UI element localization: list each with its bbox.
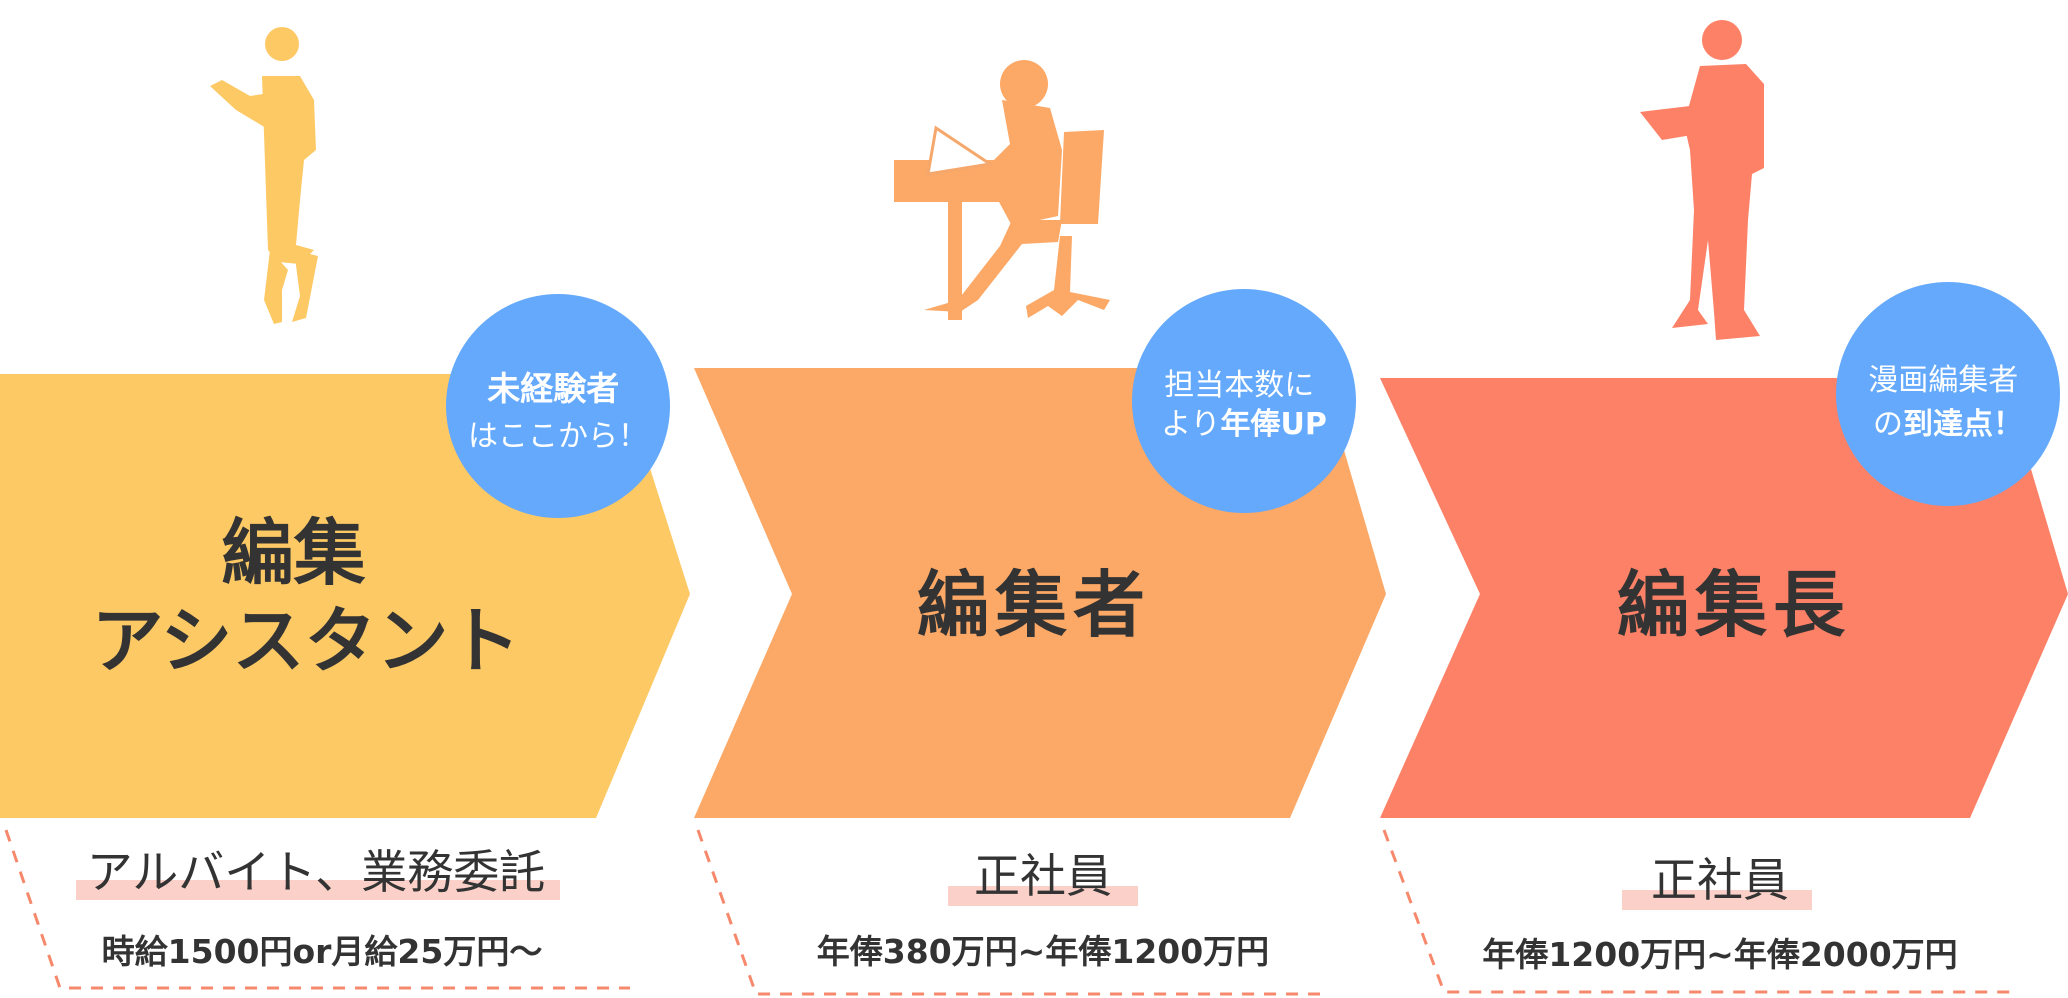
badge-line-part: の xyxy=(1873,407,1903,442)
badge-line: 担当本数に xyxy=(1164,368,1314,403)
stage-title-editor-in-chief: 編集長 xyxy=(1617,563,1851,647)
badge-text: 担当本数に より年俸UP xyxy=(1161,368,1327,442)
badge-line: より年俸UP xyxy=(1161,407,1327,442)
stage-editor: 編集者 担当本数に より年俸UP 正社員 年俸380万円~年俸1200万円 xyxy=(694,60,1386,996)
pay-range-editor: 年俸380万円~年俸1200万円 xyxy=(817,932,1269,971)
badge-editor: 担当本数に より年俸UP xyxy=(1132,289,1356,513)
badge-line-part-bold: 到達点！ xyxy=(1903,407,2023,442)
standing-man-with-clipboard-icon xyxy=(1640,20,1764,340)
stage-title-editor: 編集者 xyxy=(917,563,1151,647)
seated-woman-at-desk-icon xyxy=(894,60,1110,320)
badge-line-part-bold: 年俸UP xyxy=(1221,407,1327,442)
pay-range-assistant: 時給1500円or月給25万円〜 xyxy=(102,932,543,971)
employment-type-editor-in-chief: 正社員 xyxy=(1651,853,1789,907)
title-line: アシスタント xyxy=(91,599,520,683)
employment-type-editor: 正社員 xyxy=(974,849,1112,903)
badge-line-part: より xyxy=(1161,407,1220,442)
pay-range-editor-in-chief: 年俸1200万円~年俸2000万円 xyxy=(1482,935,1957,974)
stage-editor-in-chief: 編集長 漫画編集者 の到達点！ 正社員 年俸1200万円~年俸2000万円 xyxy=(1380,20,2068,994)
dashed-border-editor-in-chief xyxy=(1382,829,2014,994)
stage-assistant: 編集 アシスタント 未経験者 はここから！ アルバイト、業務委託 時給1500円… xyxy=(0,27,690,990)
badge-editor-in-chief: 漫画編集者 の到達点！ xyxy=(1836,282,2060,506)
employment-highlight xyxy=(76,880,560,900)
badge-text: 未経験者 はここから！ xyxy=(468,369,648,454)
badge-line: はここから！ xyxy=(468,419,648,454)
employment-highlight xyxy=(948,886,1138,906)
dashed-border-assistant xyxy=(4,829,630,990)
badge-text: 漫画編集者 の到達点！ xyxy=(1868,363,2028,442)
stage-title-assistant: 編集 アシスタント xyxy=(91,511,520,683)
badge-line: の到達点！ xyxy=(1873,407,2023,442)
badge-assistant: 未経験者 はここから！ xyxy=(446,294,670,518)
employment-type-assistant: アルバイト、業務委託 xyxy=(87,845,546,899)
badge-line: 漫画編集者 xyxy=(1868,363,2018,398)
employment-highlight xyxy=(1622,890,1812,910)
standing-woman-reading-icon xyxy=(210,27,318,324)
title-line: 編集 xyxy=(221,511,365,595)
badge-line: 未経験者 xyxy=(487,369,619,408)
